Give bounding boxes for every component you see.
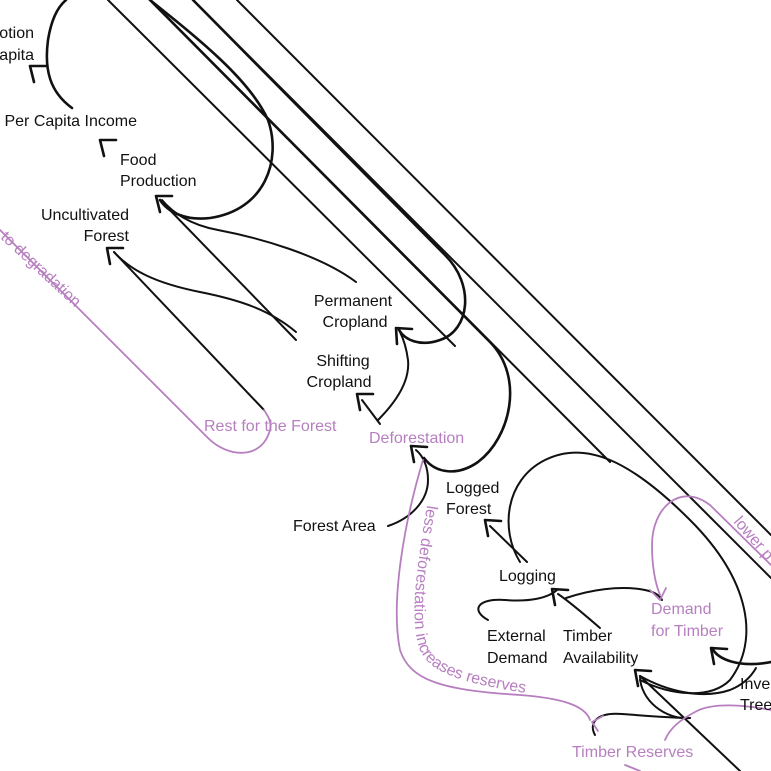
node-label-line: Deforestation	[369, 430, 464, 447]
lower-price-link	[651, 495, 771, 596]
logging-loop	[507, 451, 748, 695]
arrowhead-timber-reserves	[591, 715, 604, 732]
node-per-capita-income: Per Capita Income	[4, 113, 137, 130]
node-permanent-cropland: Permanent Cropland	[314, 293, 393, 331]
node-logged-forest: Logged Forest	[446, 480, 499, 518]
income-to-consumption-link	[45, 0, 74, 110]
arrowhead-uncultivated	[105, 246, 125, 266]
arrowhead-logged-forest	[483, 518, 503, 538]
node-forest-area: Forest Area	[293, 518, 376, 535]
arrowhead-demand-for-timber	[649, 587, 667, 601]
node-label-line: Forest	[84, 228, 130, 245]
node-logging: Logging	[499, 568, 556, 585]
reserves-tail-link	[624, 764, 641, 771]
rest-to-uncultivated-link	[113, 251, 265, 411]
logging-to-logged-forest-link	[489, 525, 528, 563]
long-diagonal-link-1	[107, 0, 456, 347]
node-label-line: Uncultivated	[41, 207, 129, 224]
permanent-to-food-link	[161, 199, 357, 283]
arrowhead-availability	[633, 668, 653, 688]
node-label-line: Production	[120, 173, 197, 190]
node-label-line: Food	[120, 152, 156, 169]
food-production-loop	[148, 0, 274, 220]
node-investment-trees: Inve Tree	[740, 676, 771, 714]
to-degradation-annotation: to degradation	[0, 228, 84, 310]
node-label-line: Demand	[651, 601, 711, 618]
node-label-line: Timber Reserves	[572, 744, 693, 761]
deforestation-loop	[148, 0, 512, 473]
availability-to-logging-link	[557, 593, 601, 629]
node-rest-for-the-forest: Rest for the Forest	[204, 418, 337, 435]
node-label-line: Timber	[563, 628, 613, 645]
node-uncultivated-forest: Uncultivated Forest	[41, 207, 130, 245]
shifting-to-food-link	[164, 204, 297, 341]
deforestation-to-permanent-link	[377, 331, 410, 421]
node-label-line: otion	[0, 25, 34, 42]
node-label-line: Demand	[487, 650, 547, 667]
long-diagonal-link-4	[236, 0, 771, 536]
arrowhead-food-production	[154, 194, 174, 214]
node-timber-reserves: Timber Reserves	[572, 744, 693, 761]
node-label-line: Forest Area	[293, 518, 376, 535]
node-consumption-per-capita: otion apita	[0, 25, 34, 64]
node-shifting-cropland: Shifting Cropland	[307, 353, 372, 391]
arrowhead-income	[98, 138, 118, 158]
arrowhead-consumption	[28, 64, 48, 84]
arrowhead-availability-bold	[709, 646, 729, 666]
arrowhead-logging	[550, 587, 570, 607]
forest-area-to-deforestation-link	[387, 449, 429, 527]
deforestation-to-shifting-link	[361, 399, 381, 425]
reserves-to-availability-link	[639, 675, 741, 771]
shifting-to-uncultivated-link	[113, 251, 297, 333]
arrowhead-deforestation	[409, 444, 429, 464]
degradation-link	[0, 229, 272, 454]
node-label-line: Logging	[499, 568, 556, 585]
node-demand-for-timber: Demand for Timber	[651, 601, 724, 640]
node-label-line: Inve	[740, 676, 770, 693]
node-label-line: Cropland	[323, 314, 388, 331]
investment-to-availability-curve	[710, 646, 771, 666]
arrowhead-shifting	[355, 392, 375, 412]
node-label-line: Availability	[563, 650, 638, 667]
node-label-line: for Timber	[651, 623, 724, 640]
node-label-line: apita	[0, 47, 34, 64]
availability-spline-1	[639, 667, 757, 696]
external-demand-to-logging-link	[477, 589, 558, 621]
node-label-line: Logged	[446, 480, 499, 497]
node-label-line: Rest for the Forest	[204, 418, 337, 435]
node-timber-availability: Timber Availability	[563, 628, 638, 667]
permanent-cropland-loop	[191, 0, 467, 345]
node-food-production: Food Production	[120, 152, 197, 190]
node-label-line: Permanent	[314, 293, 393, 310]
node-label-line: Shifting	[316, 353, 369, 370]
node-deforestation: Deforestation	[369, 430, 464, 447]
node-label-line: Per Capita Income	[4, 113, 137, 130]
node-label-line: Cropland	[307, 374, 372, 391]
node-label-line: Tree	[740, 697, 771, 714]
node-external-demand: External Demand	[487, 628, 547, 667]
logging-to-demand-link	[565, 587, 663, 601]
node-label-line: External	[487, 628, 546, 645]
deforestation-to-reserves-link	[395, 459, 591, 721]
arrowhead-permanent	[394, 326, 414, 346]
investment-tail-link	[664, 704, 771, 741]
node-label-line: Forest	[446, 501, 492, 518]
